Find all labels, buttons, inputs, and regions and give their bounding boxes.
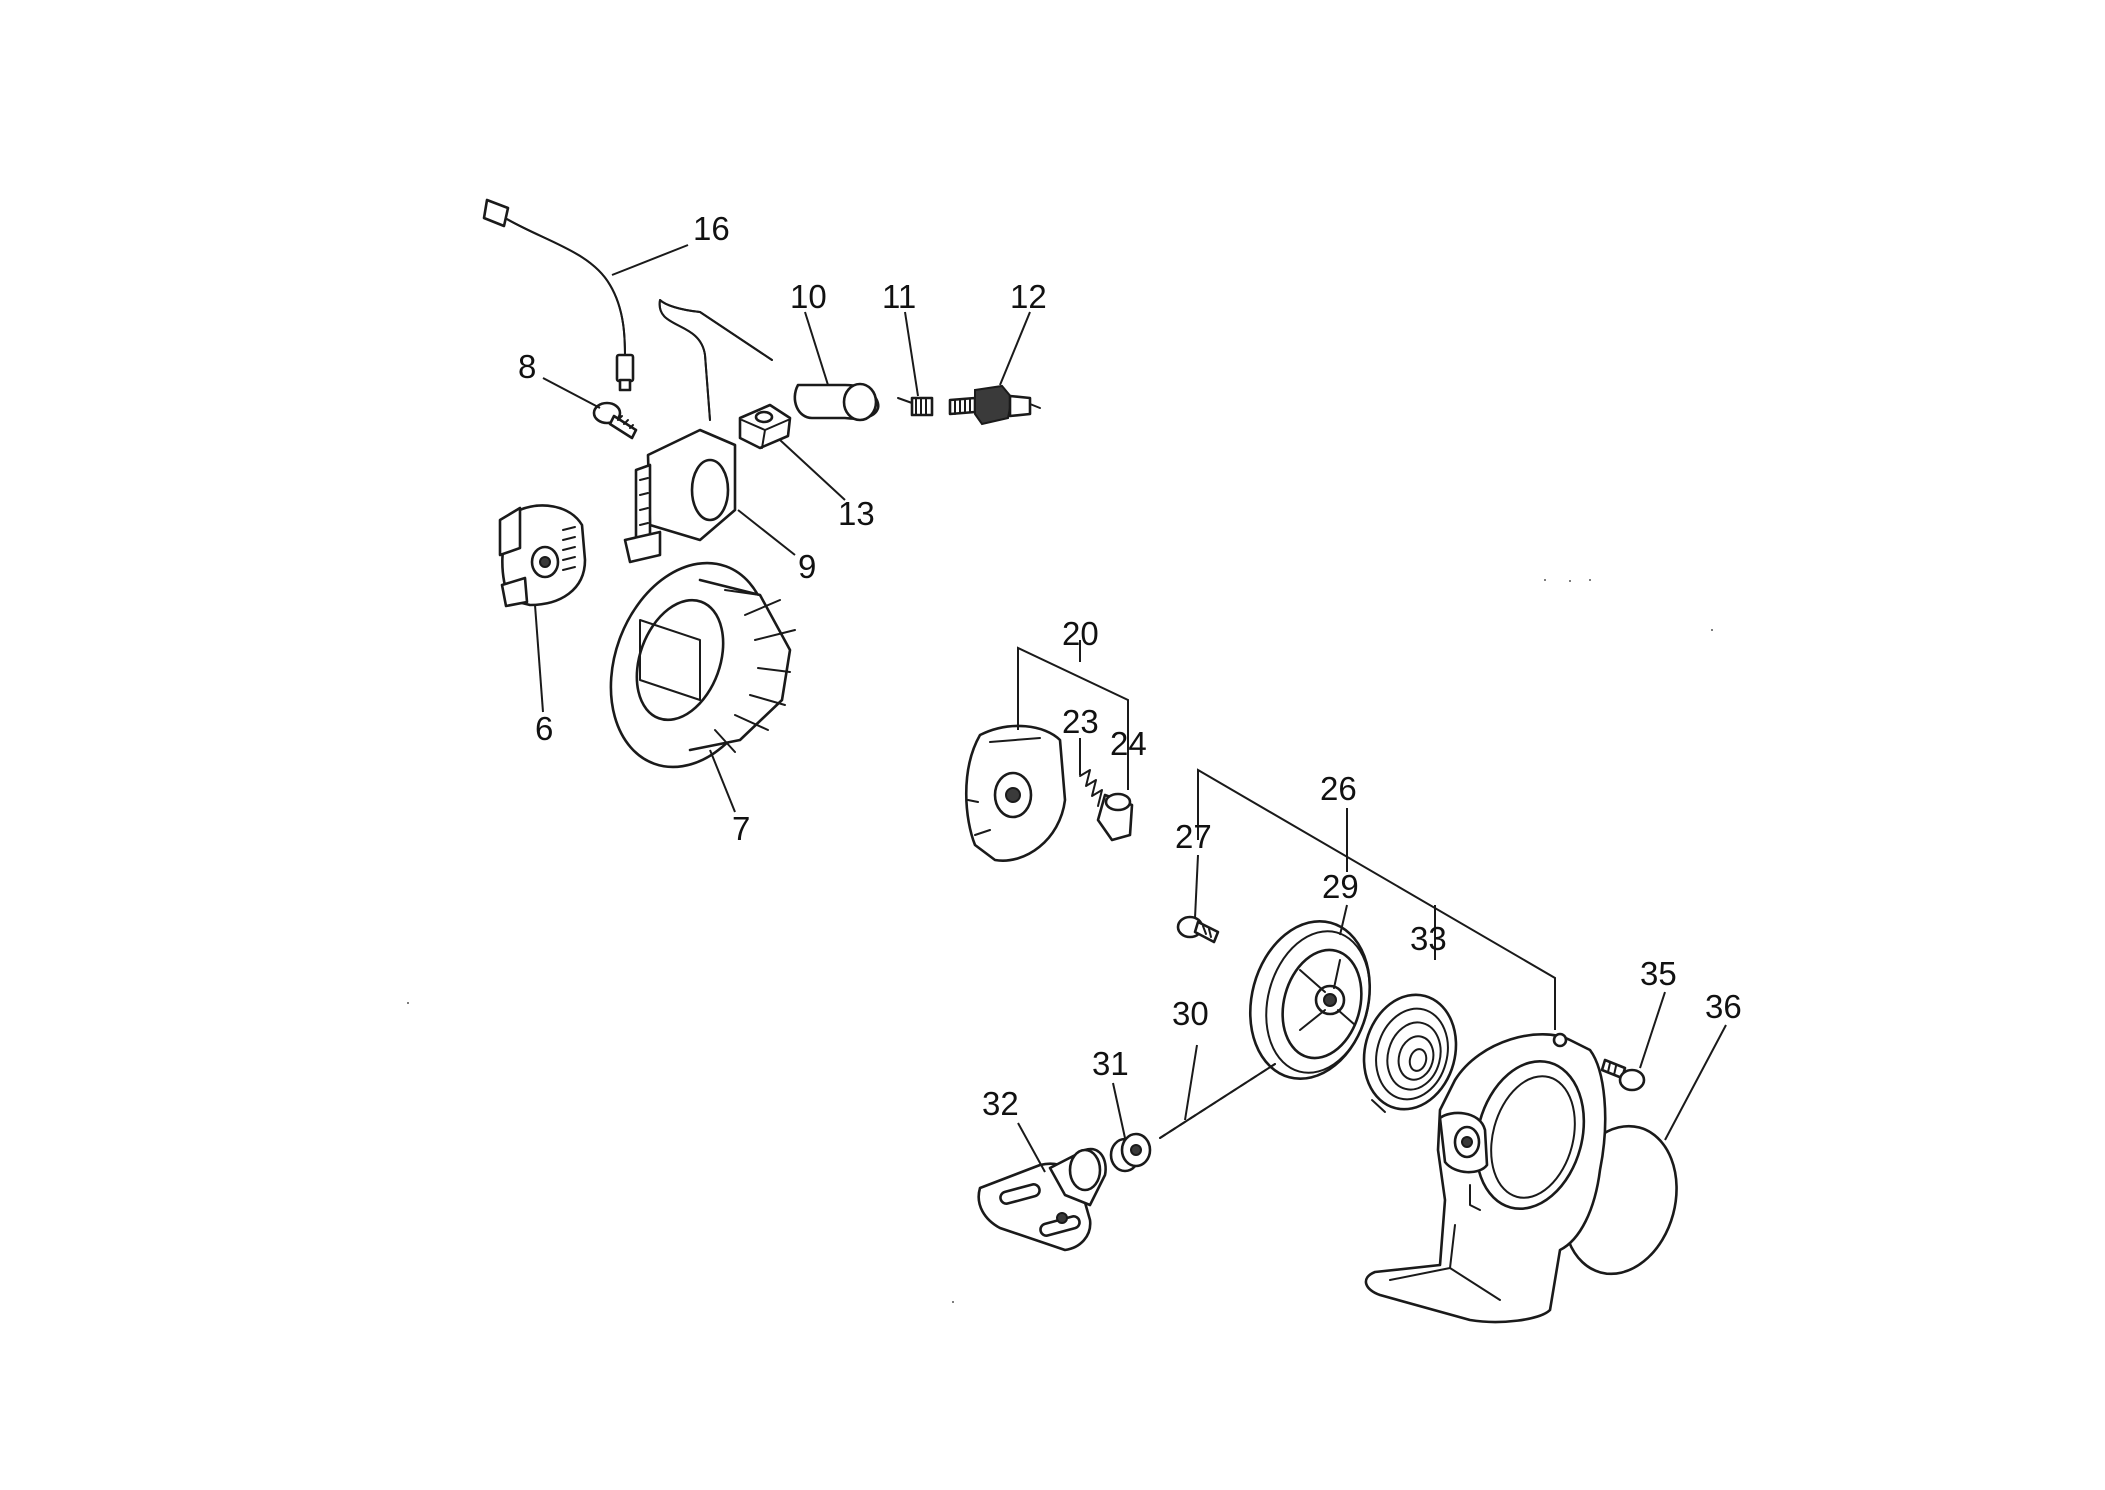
callout-36: 36 — [1705, 988, 1742, 1025]
part-13-block — [738, 403, 792, 450]
part-6-clutch — [498, 504, 587, 608]
callout-30: 30 — [1172, 995, 1209, 1032]
leader-lines — [534, 244, 1727, 1173]
callout-31: 31 — [1092, 1045, 1129, 1082]
leader-7 — [709, 749, 736, 813]
callout-9: 9 — [798, 548, 816, 585]
leader-11 — [904, 311, 919, 397]
part-9-ignition-coil — [623, 299, 773, 564]
callout-10: 10 — [790, 278, 827, 315]
callout-23: 23 — [1062, 703, 1099, 740]
leader-32 — [1017, 1122, 1046, 1173]
part-26-starter-housing — [1364, 1032, 1607, 1324]
part-27-screw — [1176, 915, 1220, 944]
part-8-screw — [592, 401, 638, 440]
part-12-spark-plug — [948, 384, 1041, 426]
part-31-grommet — [1109, 1132, 1152, 1173]
leader-26 — [1197, 768, 1556, 1030]
callout-13: 13 — [838, 495, 875, 532]
callout-24: 24 — [1110, 725, 1147, 762]
callout-27: 27 — [1175, 818, 1212, 855]
leader-27 — [1194, 854, 1199, 919]
part-10-plug-cap — [793, 382, 880, 422]
callout-33: 33 — [1410, 920, 1447, 957]
callout-16: 16 — [693, 210, 730, 247]
callout-12: 12 — [1010, 278, 1047, 315]
leader-6 — [534, 604, 544, 713]
callout-26: 26 — [1320, 770, 1357, 807]
callout-8: 8 — [518, 348, 536, 385]
part-32-starter-handle — [977, 1147, 1107, 1252]
leader-16 — [611, 244, 689, 276]
leader-36 — [1664, 1024, 1727, 1141]
leader-35 — [1639, 991, 1666, 1069]
leader-13 — [779, 439, 846, 501]
part-33-recoil-spring — [1362, 993, 1458, 1113]
callout-29: 29 — [1322, 868, 1359, 905]
part-29-starter-pulley — [1248, 919, 1372, 1081]
leader-29 — [1339, 904, 1348, 936]
callout-7: 7 — [732, 810, 750, 847]
callout-32: 32 — [982, 1085, 1019, 1122]
part-16-ignition-wire — [482, 198, 635, 392]
part-11-spring-terminal — [897, 396, 934, 417]
callout-20: 20 — [1062, 615, 1099, 652]
part-23-spring — [1079, 769, 1103, 807]
part-20-pawl-housing — [965, 724, 1067, 862]
leader-8 — [542, 377, 601, 409]
leader-10 — [804, 311, 829, 386]
callout-11: 11 — [882, 278, 916, 315]
leader-12 — [999, 311, 1031, 386]
leader-20 — [1017, 646, 1129, 790]
part-35-screw — [1600, 1058, 1646, 1092]
part-30-rope — [1159, 1063, 1276, 1139]
scan-specks — [407, 579, 1713, 1303]
callout-35: 35 — [1640, 955, 1677, 992]
leader-31 — [1112, 1082, 1126, 1139]
part-24-pawl — [1096, 792, 1134, 842]
part-7-flywheel — [609, 561, 796, 769]
leader-9 — [737, 509, 796, 556]
callout-6: 6 — [535, 710, 553, 747]
leader-30 — [1184, 1044, 1198, 1121]
callout-labels: 16 8 10 11 12 13 9 6 7 20 23 24 26 27 29… — [518, 210, 1742, 1122]
